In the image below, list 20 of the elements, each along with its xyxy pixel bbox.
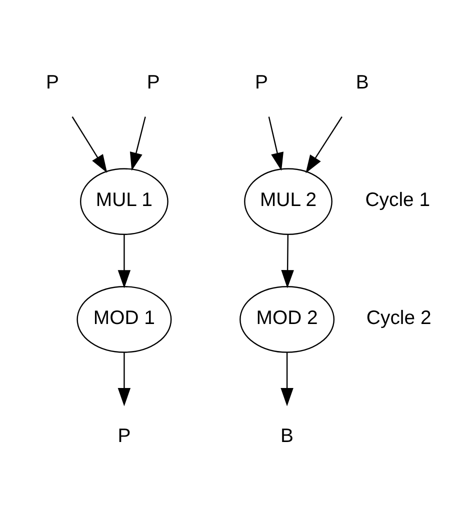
arrow: [118, 234, 131, 288]
arrow: [281, 234, 294, 288]
arrow: [130, 116, 146, 170]
node-ellipse: MOD 2: [240, 286, 335, 352]
node-ellipse: MUL 2: [244, 168, 332, 234]
node-text: B: [356, 70, 369, 93]
arrow: [118, 352, 131, 406]
node-text: P: [46, 70, 59, 93]
node-text: P: [118, 424, 131, 446]
arrow: [306, 116, 342, 173]
arrow: [280, 352, 294, 406]
node-ellipse: MUL 1: [80, 168, 168, 234]
node-text: P: [255, 70, 268, 93]
label: Cycle 2: [366, 306, 432, 329]
node-ellipse: MOD 1: [76, 286, 172, 352]
arrow: [268, 116, 284, 170]
arrow: [72, 116, 108, 172]
label: Cycle 1: [365, 188, 430, 211]
node-text: P: [146, 70, 160, 93]
node-text: B: [280, 424, 294, 446]
